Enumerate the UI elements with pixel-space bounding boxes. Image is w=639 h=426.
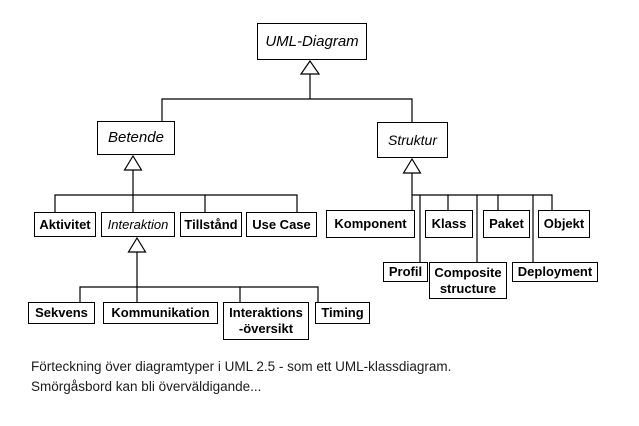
inheritance-arrowhead-icon — [299, 59, 321, 75]
node-uml-diagram: UML-Diagram — [257, 23, 367, 60]
caption-line-1: Förteckning över diagramtyper i UML 2.5 … — [31, 359, 452, 374]
node-komponent: Komponent — [326, 210, 415, 238]
edge-struktur-to-children — [402, 157, 553, 263]
inheritance-arrowhead-icon — [123, 154, 143, 171]
node-tillstand: Tillstånd — [180, 212, 242, 237]
node-paket: Paket — [483, 210, 530, 238]
node-betende: Betende — [97, 121, 175, 155]
node-interaktions-oversikt: Interaktions -översikt — [223, 302, 309, 340]
node-sekvens: Sekvens — [28, 302, 95, 324]
inheritance-arrowhead-icon — [127, 236, 147, 253]
node-interaktion: Interaktion — [101, 212, 175, 237]
node-profil: Profil — [383, 262, 428, 282]
node-deployment: Deployment — [512, 262, 598, 282]
node-klass: Klass — [425, 210, 473, 238]
node-use-case: Use Case — [246, 212, 317, 237]
node-struktur: Struktur — [377, 122, 448, 158]
edge-betende-to-children — [54, 154, 298, 213]
node-kommunikation: Kommunikation — [103, 302, 218, 324]
caption-line-2: Smörgåsbord kan bli överväldigande... — [31, 379, 262, 394]
caption: Förteckning över diagramtyper i UML 2.5 … — [31, 357, 451, 397]
node-aktivitet: Aktivitet — [34, 212, 96, 237]
edge-root-to-betende-struktur — [161, 59, 413, 123]
node-objekt: Objekt — [538, 210, 590, 238]
edge-interaktion-to-children — [79, 236, 319, 303]
inheritance-arrowhead-icon — [402, 157, 422, 174]
node-timing: Timing — [315, 302, 370, 324]
node-composite-structure: Composite structure — [429, 262, 507, 299]
